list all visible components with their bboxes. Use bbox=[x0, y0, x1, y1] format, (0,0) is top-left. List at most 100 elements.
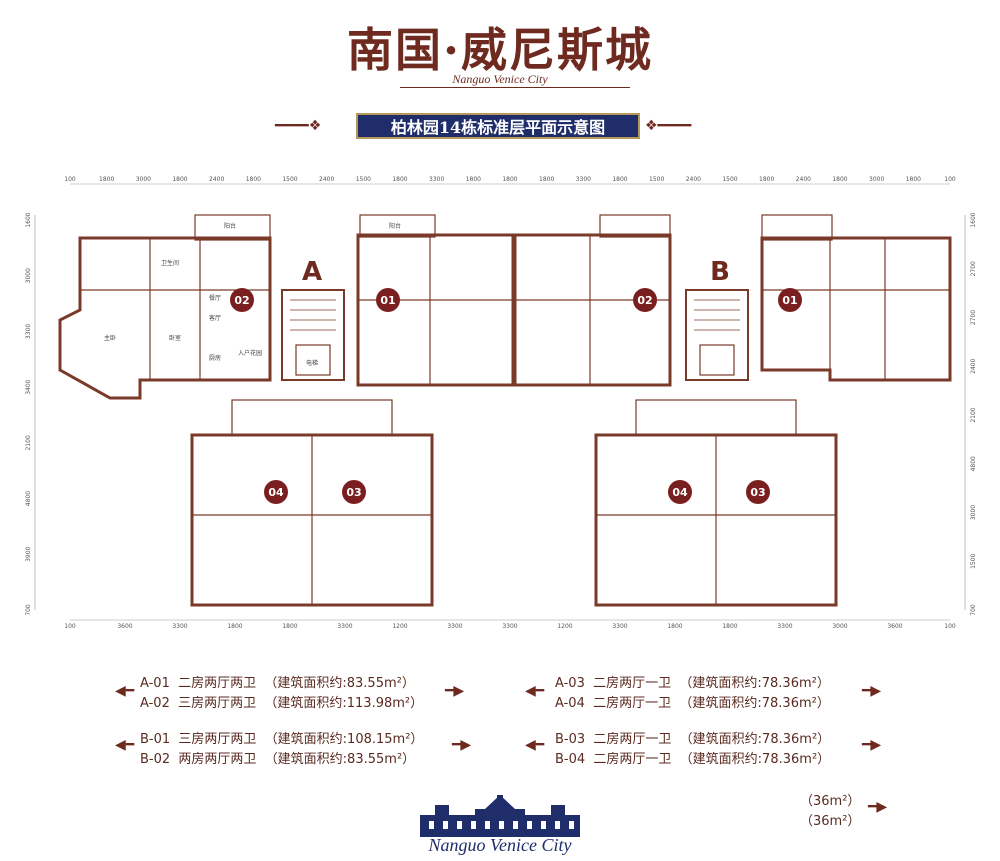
room-label: 主卧 bbox=[104, 334, 116, 342]
unit-badge-label: 03 bbox=[346, 486, 361, 499]
top-dimension-label: 1800 bbox=[502, 176, 517, 183]
bottom-dimension-label: 100 bbox=[944, 623, 956, 630]
bottom-dimension-label: 3300 bbox=[337, 623, 352, 630]
bottom-dimension-label: 1200 bbox=[392, 623, 407, 630]
bottom-dimension-label: 3300 bbox=[172, 623, 187, 630]
unit-badge-circle bbox=[342, 480, 366, 504]
right-dimension-label: 2700 bbox=[970, 261, 977, 276]
unit-badge-circle bbox=[746, 480, 770, 504]
unit-badge-circle bbox=[633, 288, 657, 312]
left-dimension-label: 2100 bbox=[25, 435, 32, 450]
unit-badge-label: 02 bbox=[234, 294, 249, 307]
building-label: A bbox=[302, 257, 322, 287]
top-dimension-label: 3300 bbox=[429, 176, 444, 183]
left-dimension-label: 3900 bbox=[25, 546, 32, 561]
right-dimension-label: 1600 bbox=[970, 212, 977, 227]
brand-subtitle: Nanguo Venice City bbox=[452, 72, 548, 86]
top-dimension-label: 3000 bbox=[869, 176, 884, 183]
legend-ornament-right-2: ━▶ bbox=[862, 683, 882, 699]
top-dimension-label: 1500 bbox=[356, 176, 371, 183]
top-dimension-label: 3000 bbox=[136, 176, 151, 183]
unit-a04-a03-outline bbox=[190, 399, 434, 607]
top-dimension-label: 1800 bbox=[246, 176, 261, 183]
top-dimension-label: 1800 bbox=[906, 176, 921, 183]
top-dimension-label: 2400 bbox=[209, 176, 224, 183]
legend-ornament-right-3: ━▶ bbox=[452, 737, 472, 753]
left-dimension-label: 4800 bbox=[25, 491, 32, 506]
top-dimension-label: 1800 bbox=[832, 176, 847, 183]
bottom-dimension-label: 3600 bbox=[117, 623, 132, 630]
top-dimension-label: 1800 bbox=[759, 176, 774, 183]
left-dimension-label: 3300 bbox=[25, 324, 32, 339]
right-dimension-label: 3000 bbox=[970, 505, 977, 520]
brand-title: 南国·威尼斯城 bbox=[346, 23, 653, 77]
legend-line: B-02 两房两厅两卫 （建筑面积约:83.55m²） bbox=[140, 752, 416, 767]
top-dimension-label: 100 bbox=[944, 176, 956, 183]
room-label: 阳台 bbox=[224, 222, 236, 230]
legend-ornament-extra: ━▶ bbox=[868, 799, 888, 815]
room-label: 卫生间 bbox=[161, 259, 179, 267]
stair-core-a bbox=[281, 289, 345, 381]
top-dimension-label: 1500 bbox=[282, 176, 297, 183]
legend-line: A-01 二房两厅两卫 （建筑面积约:83.55m²） bbox=[140, 676, 415, 691]
top-dimension-label: 1800 bbox=[612, 176, 627, 183]
unit-badge-circle bbox=[778, 288, 802, 312]
top-dimension-label: 1800 bbox=[172, 176, 187, 183]
castle-logo-icon bbox=[420, 795, 580, 837]
bottom-dimension-label: 3000 bbox=[832, 623, 847, 630]
left-dimension-label: 700 bbox=[25, 604, 32, 616]
room-label: 电梯 bbox=[306, 359, 318, 367]
room-label: 客厅 bbox=[209, 314, 221, 322]
legend-line: B-04 二房两厅一卫 （建筑面积约:78.36m²） bbox=[555, 752, 831, 767]
legend-ornament-left-1: ◀━ bbox=[115, 683, 135, 699]
legend-line: B-01 三房两厅两卫 （建筑面积约:108.15m²） bbox=[140, 732, 424, 747]
bottom-dimension-label: 3300 bbox=[502, 623, 517, 630]
legend-ornament-right-1: ━▶ bbox=[445, 683, 465, 699]
left-dimension-label: 3400 bbox=[25, 379, 32, 394]
top-dimension-labels: 100 1800 3000 1800 2400 1800 1500 2400 1500 1800 3… bbox=[64, 176, 956, 183]
legend-ornament-left-3: ◀━ bbox=[115, 737, 135, 753]
room-label: 餐厅 bbox=[209, 294, 221, 302]
legend-extra: （36m²） bbox=[800, 814, 861, 829]
bottom-dimension-label: 3600 bbox=[887, 623, 902, 630]
unit-badge-label: 04 bbox=[268, 486, 284, 499]
unit-b04-b03-outline bbox=[594, 399, 838, 607]
stair-core-b bbox=[685, 289, 749, 381]
bottom-dimension-label: 1800 bbox=[722, 623, 737, 630]
top-dimension-label: 1800 bbox=[466, 176, 481, 183]
top-dimension-label: 1800 bbox=[539, 176, 554, 183]
top-dimension-label: 1500 bbox=[649, 176, 664, 183]
top-dimension-label: 1800 bbox=[392, 176, 407, 183]
legend-ornament-left-4: ◀━ bbox=[525, 737, 545, 753]
building-label: B bbox=[710, 257, 730, 287]
legend-extra: （36m²） bbox=[800, 794, 861, 809]
bottom-dimension-label: 3300 bbox=[447, 623, 462, 630]
bottom-dimension-label: 1800 bbox=[667, 623, 682, 630]
top-dimension-label: 1800 bbox=[99, 176, 114, 183]
left-ornament-icon: ━━━━❖ bbox=[275, 118, 322, 134]
unit-badge-label: 01 bbox=[782, 294, 797, 307]
right-dimension-label: 2400 bbox=[970, 358, 977, 373]
legend-line: A-03 二房两厅一卫 （建筑面积约:78.36m²） bbox=[555, 676, 830, 691]
unit-badge-label: 04 bbox=[672, 486, 688, 499]
room-label: 卧室 bbox=[169, 334, 181, 342]
room-label: 厨房 bbox=[209, 354, 221, 362]
right-ornament-icon: ❖━━━━ bbox=[645, 118, 692, 134]
dimension-lines bbox=[34, 183, 966, 621]
right-dimension-label: 700 bbox=[970, 604, 977, 616]
brand-divider bbox=[400, 87, 630, 88]
bottom-dimension-label: 3300 bbox=[612, 623, 627, 630]
right-dimension-label: 4800 bbox=[970, 456, 977, 471]
top-dimension-label: 100 bbox=[64, 176, 76, 183]
right-dimension-label: 1500 bbox=[970, 553, 977, 568]
top-dimension-label: 2400 bbox=[319, 176, 334, 183]
right-dimension-label: 2100 bbox=[970, 407, 977, 422]
room-labels: 阳台主卧卧室客厅餐厅厨房卫生间入户花园电梯阳台 bbox=[104, 222, 401, 367]
unit-badge-circle bbox=[376, 288, 400, 312]
top-dimension-label: 1500 bbox=[722, 176, 737, 183]
left-dimension-label: 3000 bbox=[25, 268, 32, 283]
legend-line: B-03 二房两厅一卫 （建筑面积约:78.36m²） bbox=[555, 732, 831, 747]
